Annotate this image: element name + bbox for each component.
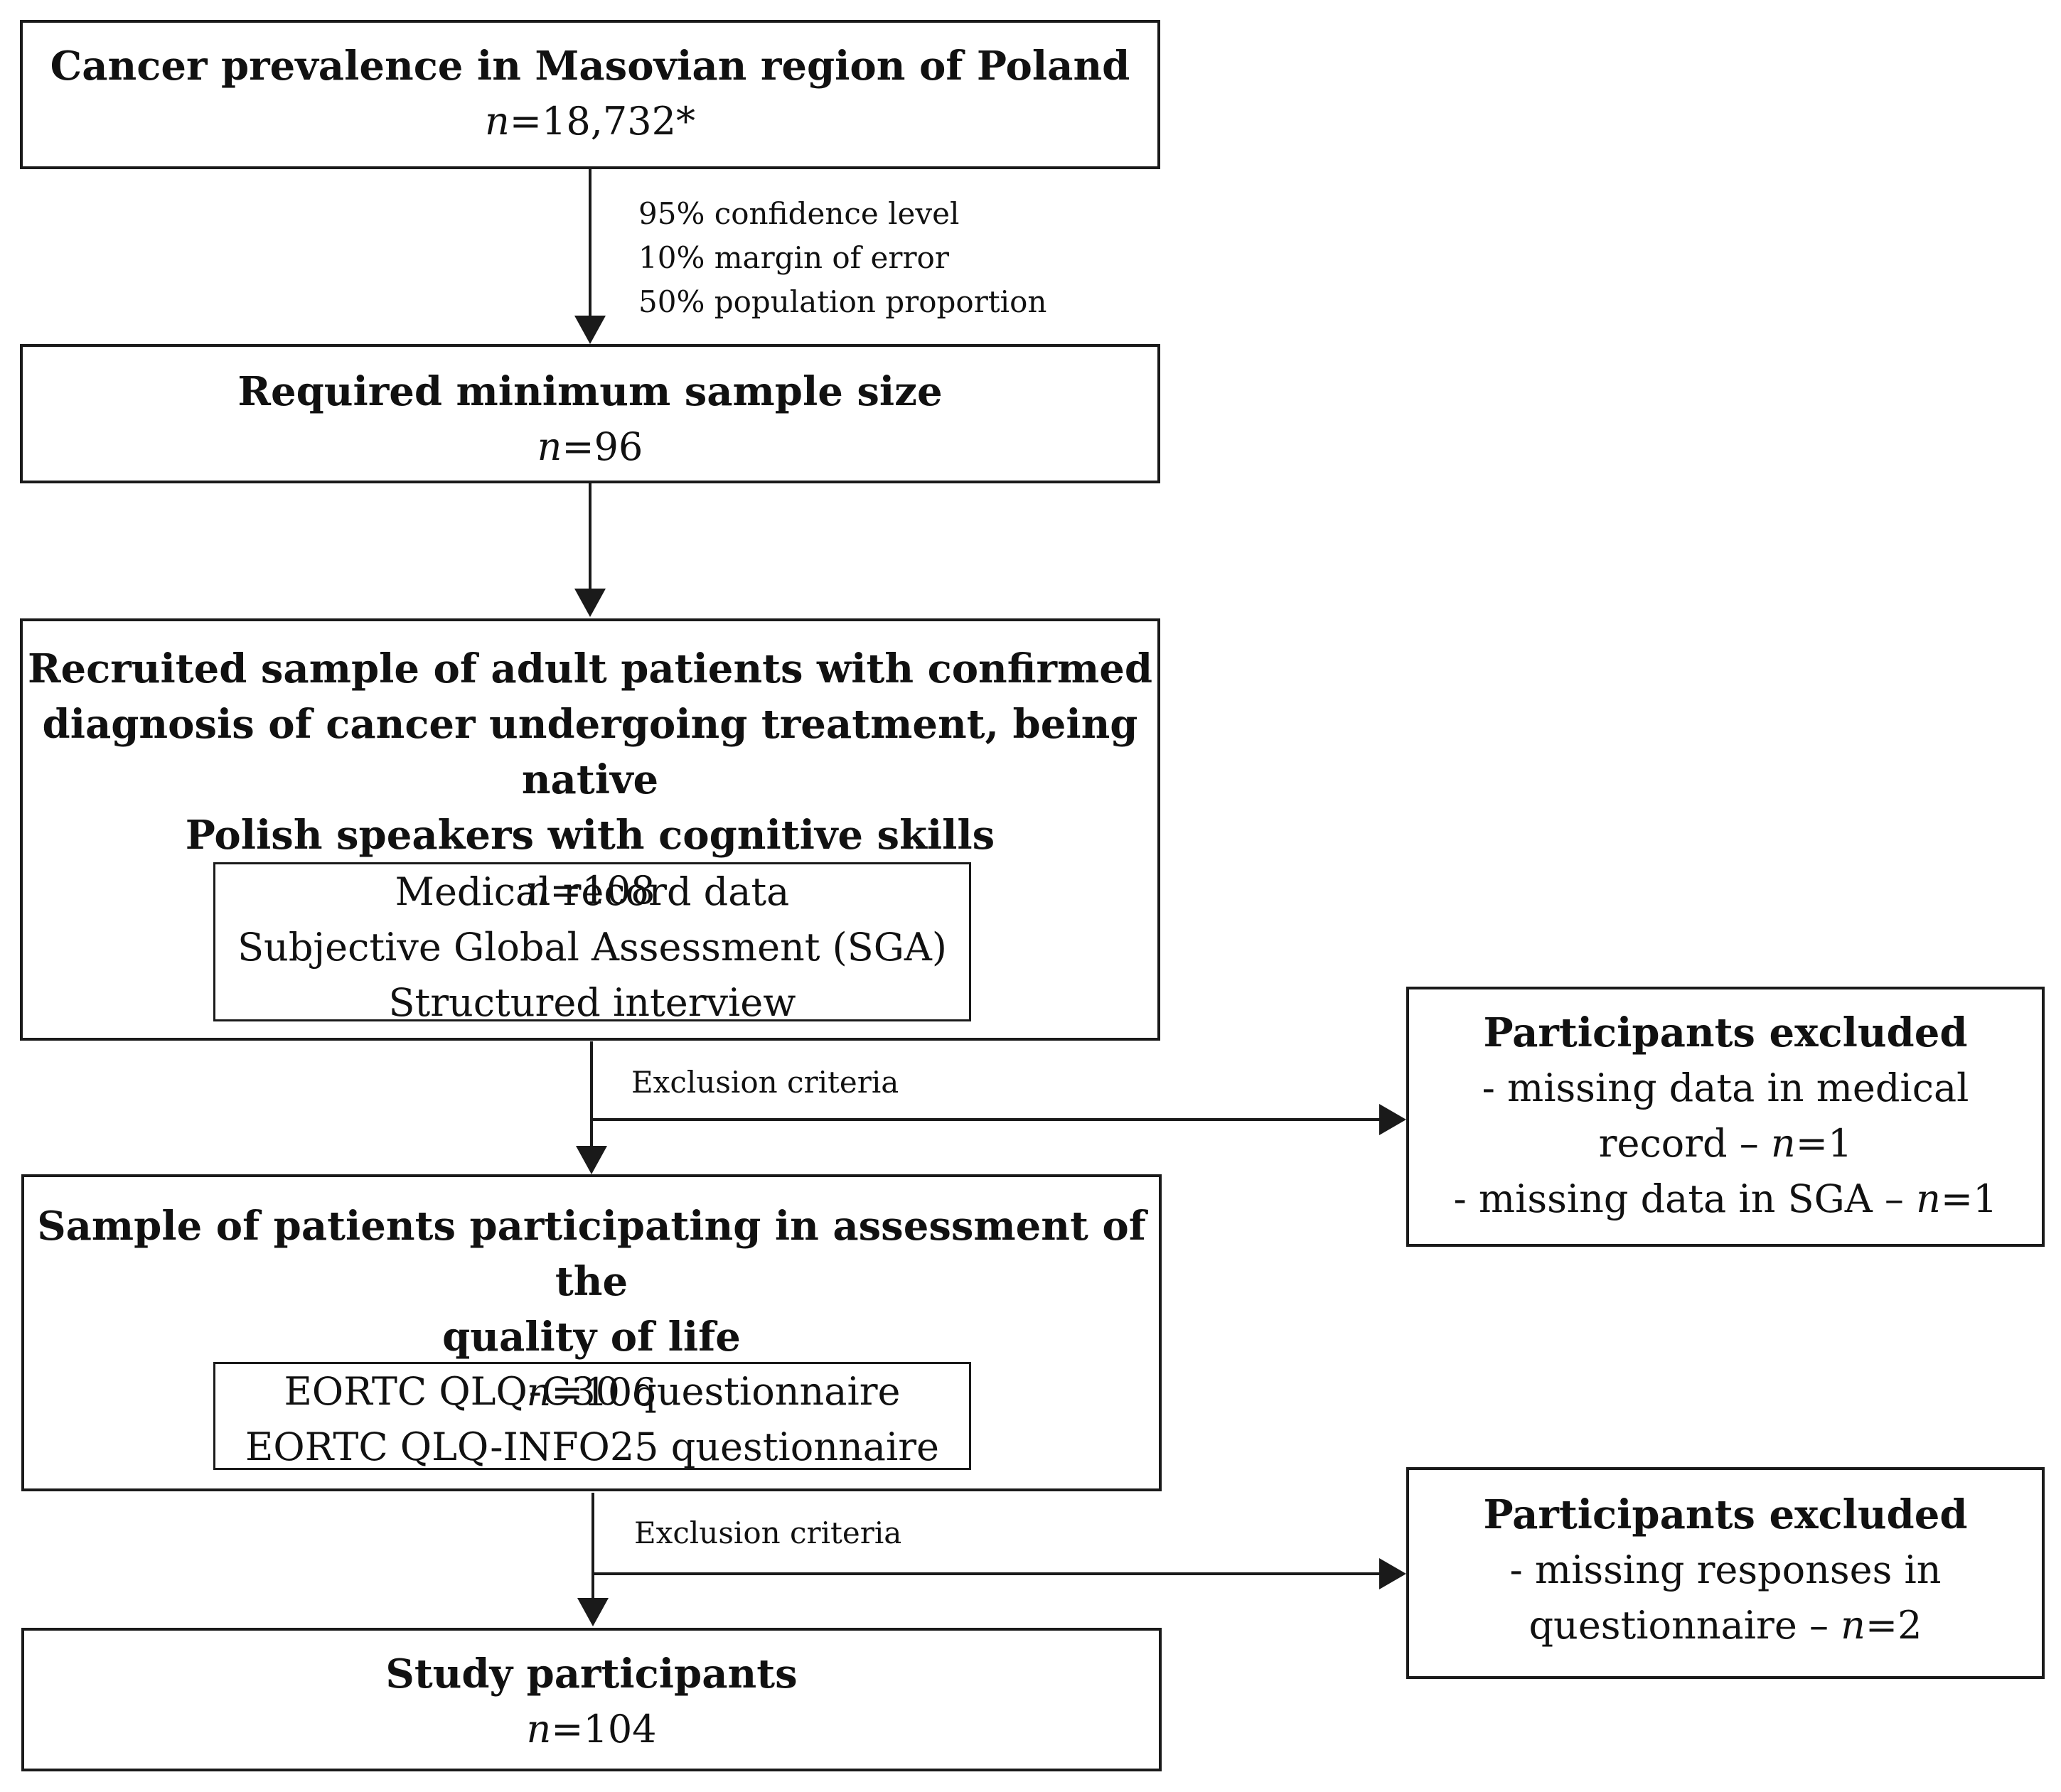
method-interview: Structured interview bbox=[388, 980, 796, 1025]
excluded-box-2: Participants excluded - missing response… bbox=[1406, 1467, 2045, 1679]
qol-methods-box: EORTC QLQ-C30 questionnaire EORTC QLQ-IN… bbox=[213, 1362, 971, 1470]
prevalence-box: Cancer prevalence in Masovian region of … bbox=[20, 20, 1160, 169]
method-medical-record: Medical record data bbox=[395, 869, 790, 914]
excluded-1-line-3: - missing data in SGA – n=1 bbox=[1453, 1176, 1998, 1221]
min-sample-count: n=96 bbox=[537, 424, 643, 469]
min-sample-box: Required minimum sample size n=96 bbox=[20, 344, 1160, 483]
excluded-box-1: Participants excluded - missing data in … bbox=[1406, 987, 2045, 1247]
min-sample-title: Required minimum sample size bbox=[237, 368, 943, 415]
participants-count: n=104 bbox=[526, 1707, 657, 1751]
participants-title: Study participants bbox=[385, 1651, 798, 1697]
recruited-title-line-3: Polish speakers with cognitive skills bbox=[185, 812, 995, 859]
exclusion-criteria-label-2: Exclusion criteria bbox=[634, 1515, 902, 1550]
excluded-2-line-2: questionnaire – n=2 bbox=[1529, 1603, 1922, 1648]
qol-sample-box: Sample of patients participating in asse… bbox=[21, 1174, 1162, 1491]
method-qlq-c30: EORTC QLQ-C30 questionnaire bbox=[284, 1369, 901, 1414]
sampling-parameters: 95% confidence level 10% margin of error… bbox=[638, 192, 1046, 324]
excluded-2-line-1: - missing responses in bbox=[1509, 1547, 1942, 1592]
prevalence-title: Cancer prevalence in Masovian region of … bbox=[50, 43, 1130, 90]
sampling-confidence: 95% confidence level bbox=[638, 196, 960, 231]
method-sga: Subjective Global Assessment (SGA) bbox=[237, 925, 947, 970]
qol-title-line-1: Sample of patients participating in asse… bbox=[37, 1203, 1146, 1305]
prevalence-count: n=18,732* bbox=[485, 99, 695, 144]
method-qlq-info25: EORTC QLQ-INFO25 questionnaire bbox=[245, 1425, 939, 1469]
participants-box: Study participants n=104 bbox=[21, 1628, 1162, 1771]
sampling-proportion: 50% population proportion bbox=[638, 284, 1047, 319]
recruited-methods-box: Medical record data Subjective Global As… bbox=[213, 862, 971, 1025]
recruited-title-line-2: diagnosis of cancer undergoing treatment… bbox=[42, 701, 1138, 803]
excluded-1-line-2: record – n=1 bbox=[1598, 1121, 1853, 1166]
exclusion-criteria-label-1: Exclusion criteria bbox=[631, 1065, 899, 1100]
recruited-count: n=108 bbox=[525, 868, 655, 913]
recruited-title-line-1: Recruited sample of adult patients with … bbox=[27, 645, 1153, 692]
qol-title-line-2: quality of life bbox=[442, 1314, 741, 1361]
excluded-1-title: Participants excluded bbox=[1483, 1009, 1968, 1056]
sampling-margin: 10% margin of error bbox=[638, 240, 949, 275]
excluded-1-line-1: - missing data in medical bbox=[1482, 1066, 1969, 1110]
qol-count: n=106 bbox=[526, 1370, 657, 1415]
excluded-2-title: Participants excluded bbox=[1483, 1491, 1968, 1538]
